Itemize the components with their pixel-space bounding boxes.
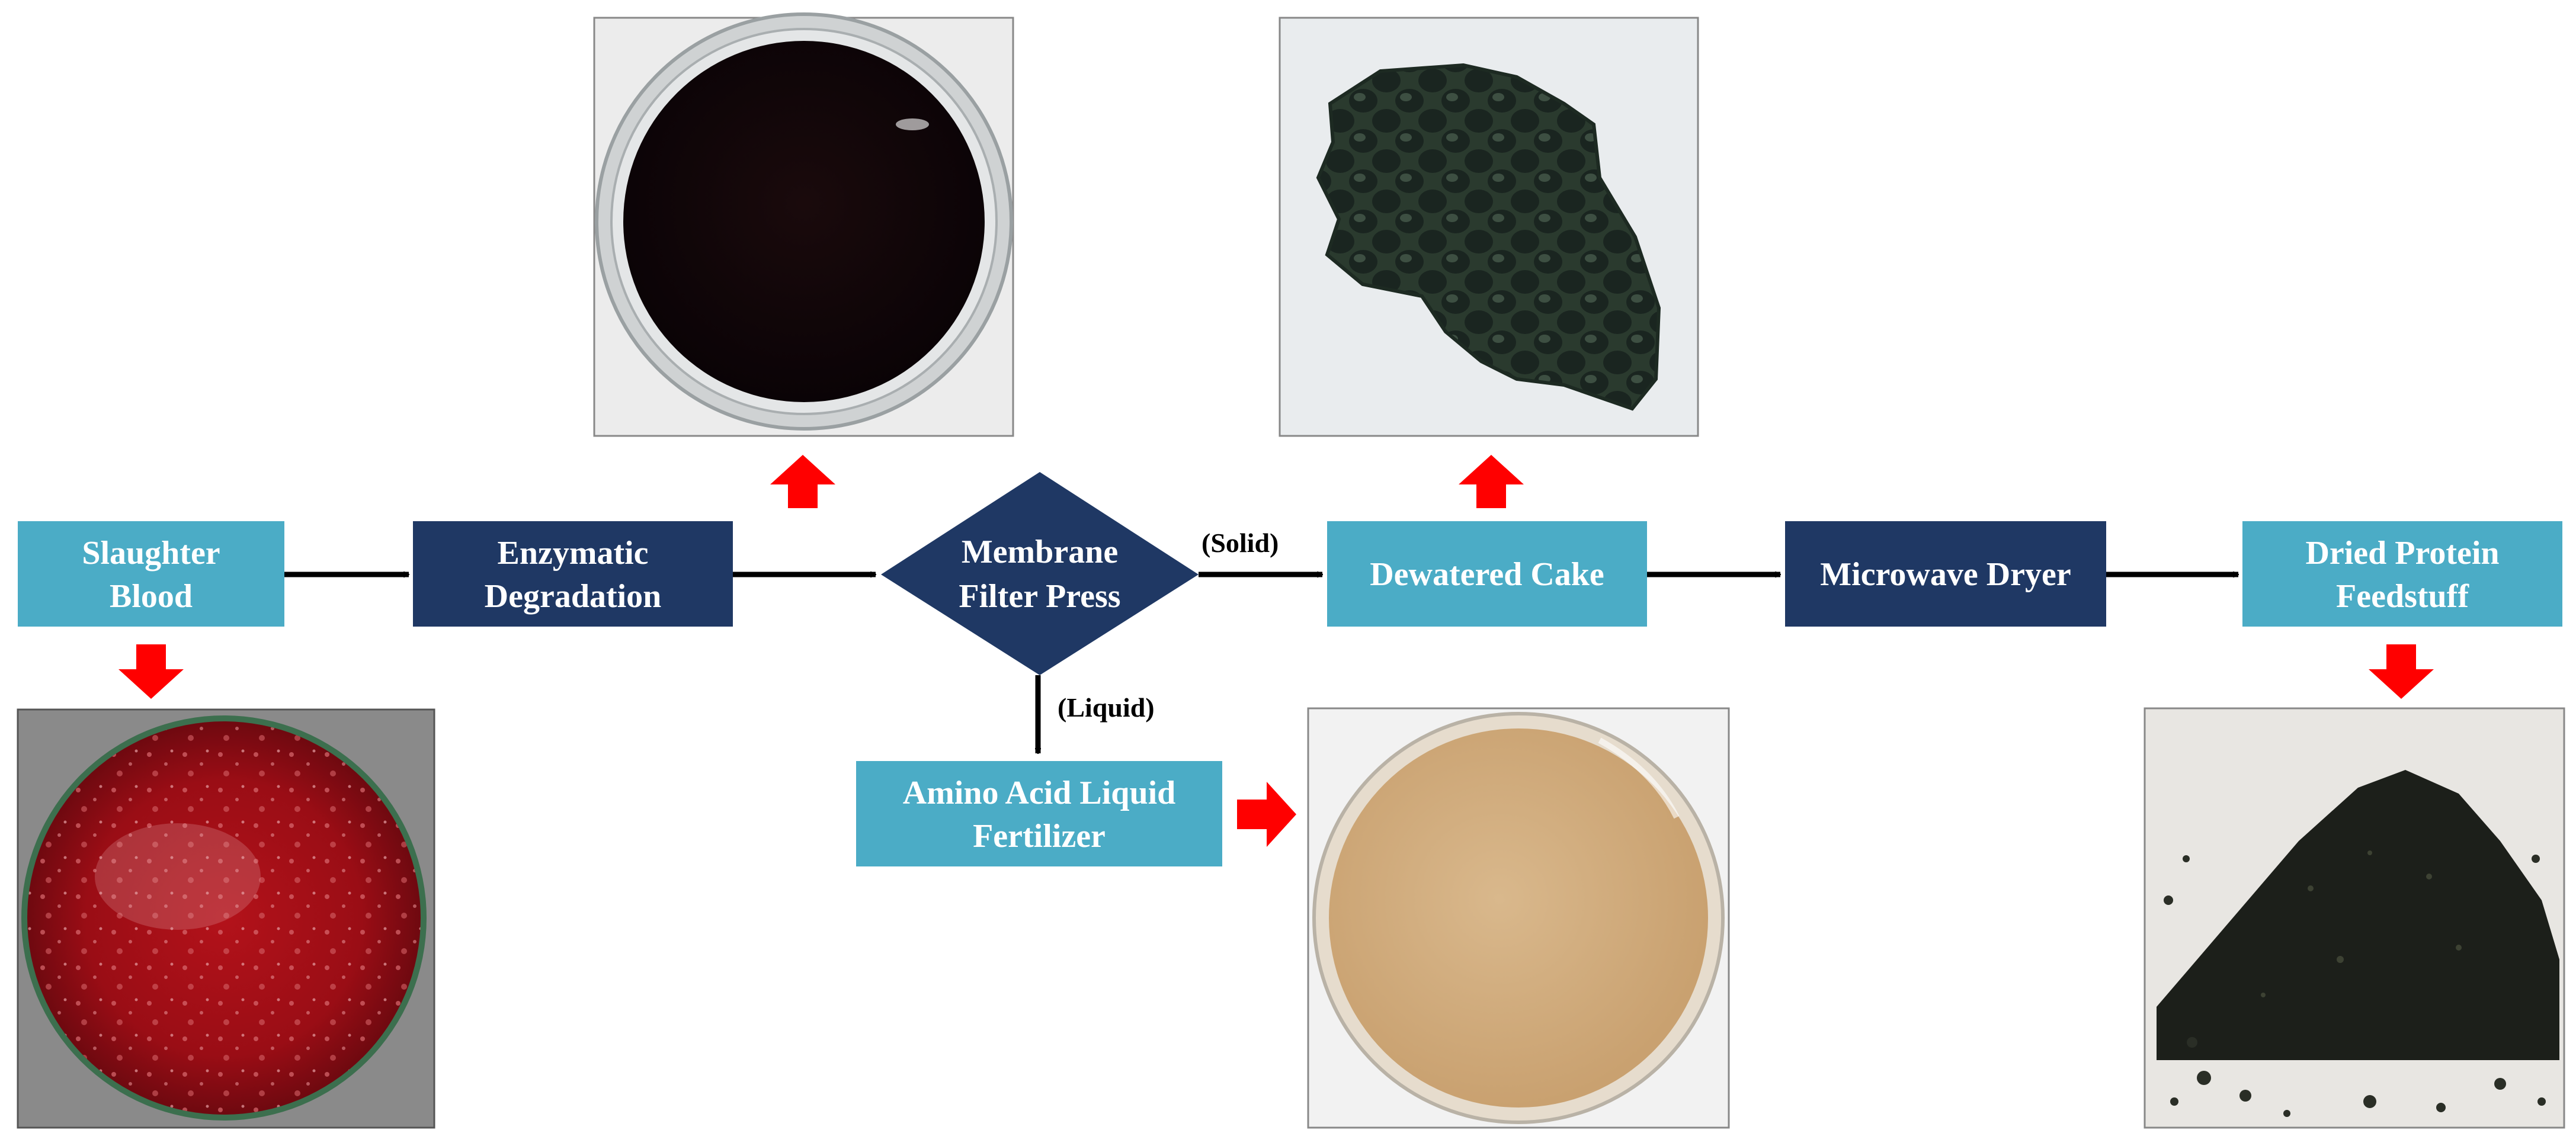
red-arrow-down-feedstuff (2369, 644, 2434, 699)
node-dried-protein-feedstuff-line1: Dried Protein (2305, 535, 2499, 572)
node-dried-protein-feedstuff: Dried Protein Feedstuff (2242, 521, 2562, 627)
edge-label-liquid: (Liquid) (1058, 692, 1155, 723)
red-arrow-up-hydrolysate (770, 455, 835, 508)
photo-dried-feedstuff (2144, 707, 2565, 1129)
node-amino-acid-liquid-fertilizer-line2: Fertilizer (973, 818, 1106, 855)
node-membrane-filter-press-line1: Membrane (962, 534, 1118, 570)
red-arrow-down-blood (118, 644, 184, 699)
node-amino-acid-liquid-fertilizer-line1: Amino Acid Liquid (903, 775, 1176, 811)
node-enzymatic-degradation-line1: Enzymatic (497, 535, 648, 572)
edge-label-solid: (Solid) (1202, 528, 1279, 558)
node-enzymatic-degradation: Enzymatic Degradation (413, 521, 733, 627)
red-arrow-up-cake (1459, 455, 1524, 508)
node-slaughter-blood-line2: Blood (110, 578, 193, 615)
photo-hydrolysate (593, 12, 1014, 437)
photo-slaughter-blood (17, 708, 435, 1129)
node-membrane-filter-press-line2: Filter Press (959, 578, 1120, 615)
red-arrow-right-fertilizer (1237, 782, 1296, 847)
node-slaughter-blood-line1: Slaughter (82, 535, 220, 572)
node-microwave-dryer-line1: Microwave Dryer (1820, 556, 2071, 593)
photo-dewatered-cake (1279, 17, 1699, 437)
node-dried-protein-feedstuff-line2: Feedstuff (2336, 578, 2469, 615)
node-amino-acid-liquid-fertilizer: Amino Acid Liquid Fertilizer (856, 761, 1222, 866)
node-enzymatic-degradation-line2: Degradation (485, 578, 662, 615)
node-dewatered-cake: Dewatered Cake (1327, 521, 1647, 627)
node-slaughter-blood: Slaughter Blood (18, 521, 284, 627)
node-dewatered-cake-line1: Dewatered Cake (1370, 556, 1604, 593)
photo-liquid-fertilizer (1307, 707, 1730, 1129)
node-membrane-filter-press: Membrane Filter Press (881, 472, 1199, 675)
node-microwave-dryer: Microwave Dryer (1785, 521, 2106, 627)
